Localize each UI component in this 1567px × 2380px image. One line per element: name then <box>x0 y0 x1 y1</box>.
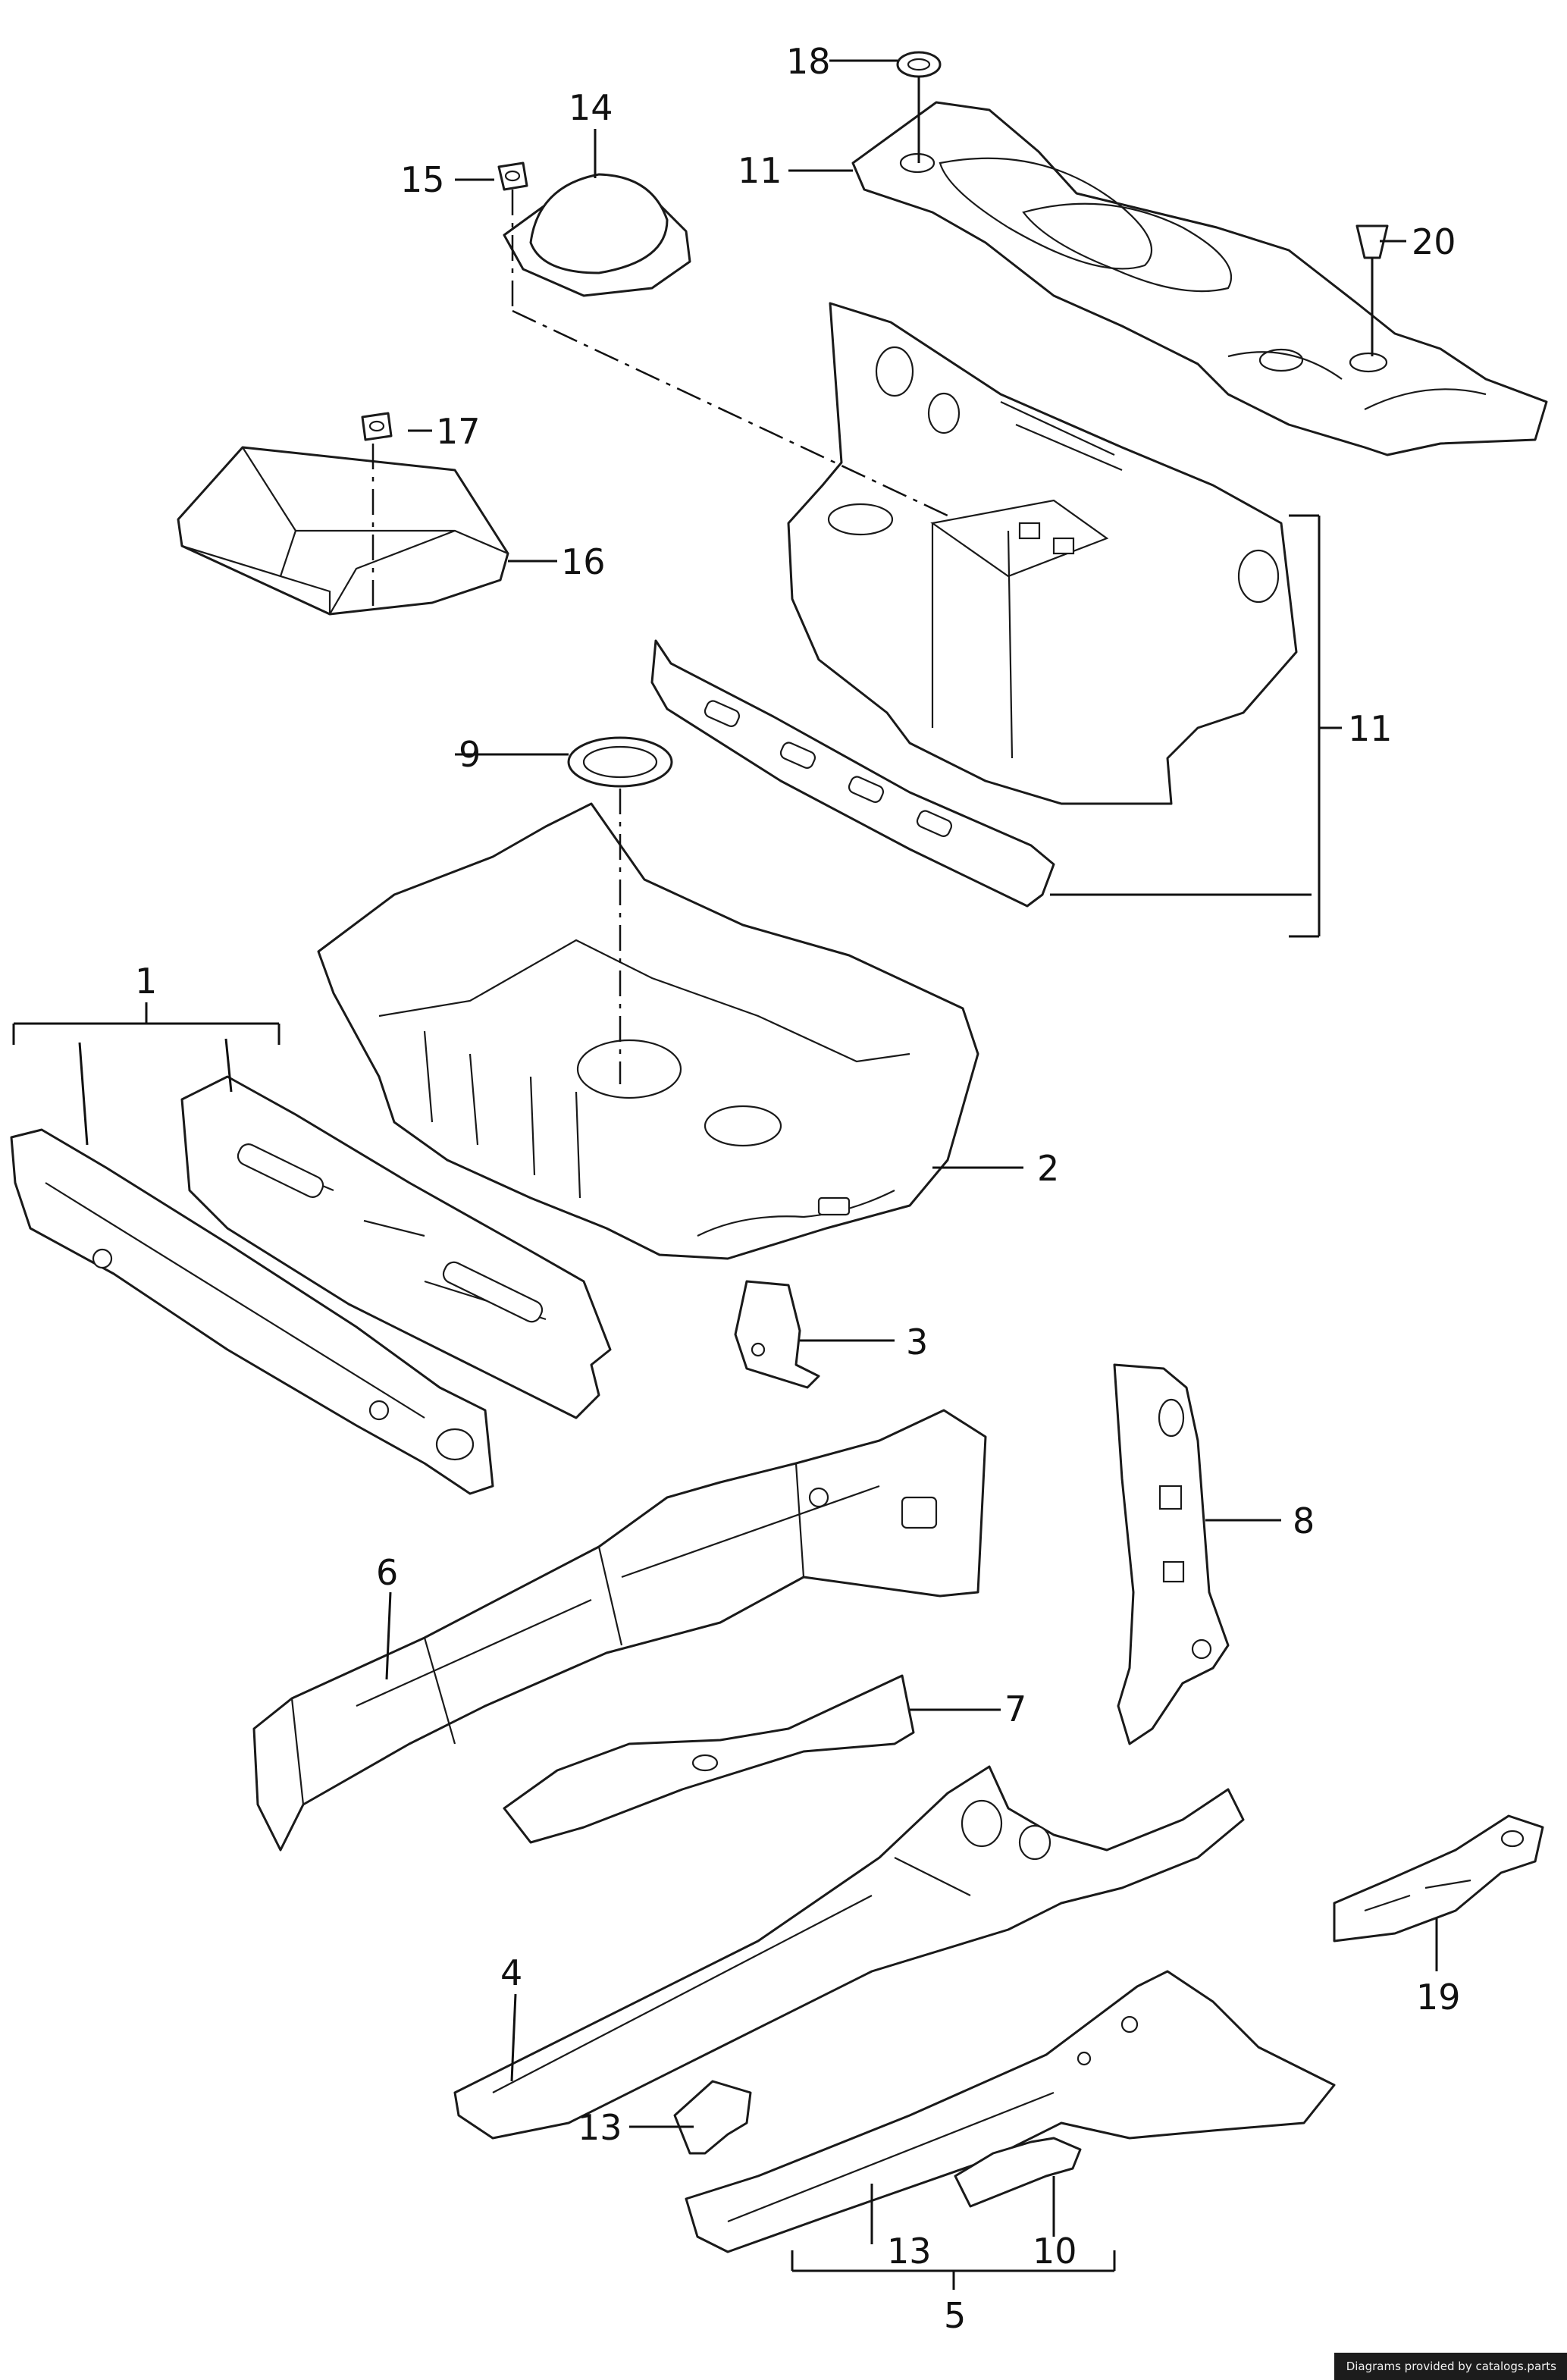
callout-13-left: 13 <box>578 2107 622 2148</box>
credit-footer[interactable]: Diagrams provided by catalogs.parts <box>1334 2353 1567 2380</box>
callout-5: 5 <box>944 2295 966 2336</box>
part-6-side-member[interactable] <box>252 1409 987 1852</box>
callout-15: 14 <box>569 87 613 128</box>
callout-19: 18 <box>786 41 831 82</box>
part-12-rear-panel[interactable] <box>851 101 1548 456</box>
callout-6: 6 <box>376 1552 398 1593</box>
callout-labels: 18 14 11 15 20 17 16 11 9 1 2 3 8 6 7 4 … <box>135 41 1461 2336</box>
part-10-bracket[interactable] <box>954 2137 1082 2208</box>
part-19-grommet[interactable] <box>896 51 942 78</box>
part-17-box-bracket[interactable] <box>177 446 509 616</box>
callout-3: 3 <box>906 1322 928 1362</box>
callout-8: 8 <box>1293 1500 1315 1541</box>
callout-2: 2 <box>1037 1148 1059 1189</box>
part-13-bracket[interactable] <box>673 2080 752 2155</box>
leader-lines <box>12 59 1438 2290</box>
part-11-crossmember[interactable] <box>650 639 1055 908</box>
callout-16: 15 <box>400 159 445 200</box>
callout-18: 17 <box>436 411 481 452</box>
part-18-nut[interactable] <box>361 412 393 441</box>
callout-1: 1 <box>135 961 157 1002</box>
callout-4: 4 <box>500 1952 522 1993</box>
part-1-front-crossmember[interactable] <box>10 1075 612 1495</box>
callout-13-bottom: 13 <box>887 2231 932 2272</box>
part-8-pillar[interactable] <box>1113 1363 1230 1745</box>
part-11-rear-bulkhead[interactable] <box>787 302 1298 805</box>
callout-14: 19 <box>1416 1977 1461 2018</box>
callout-11: 11 <box>1348 708 1393 749</box>
callout-7: 7 <box>1004 1689 1026 1729</box>
callout-10: 10 <box>1033 2231 1077 2272</box>
part-20-clip[interactable] <box>1355 224 1389 259</box>
part-9-seal-ring[interactable] <box>567 736 673 788</box>
part-7-lower-panel[interactable] <box>503 1674 915 1844</box>
part-2-front-tub[interactable] <box>317 802 979 1260</box>
part-3-bracket[interactable] <box>734 1280 820 1389</box>
part-14-reinforcement[interactable] <box>1333 1814 1544 1943</box>
callout-9: 9 <box>459 734 481 775</box>
callout-12: 11 <box>738 150 782 191</box>
part-15-dome-cover[interactable] <box>503 173 691 297</box>
part-16-nut[interactable] <box>497 161 528 191</box>
part-5-lower-sill[interactable] <box>685 1970 1336 2253</box>
part-4-sill-member[interactable] <box>453 1765 1245 2140</box>
callout-20: 20 <box>1412 221 1456 262</box>
callout-17: 16 <box>561 541 606 582</box>
